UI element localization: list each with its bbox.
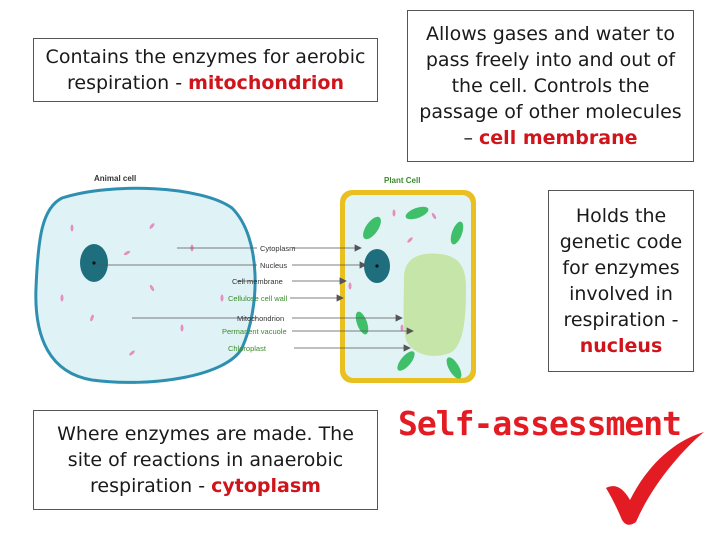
answer-text: mitochondrion bbox=[188, 72, 344, 94]
plant-cell-title: Plant Cell bbox=[384, 176, 420, 185]
animal-cell-title: Animal cell bbox=[94, 174, 136, 183]
nucleus-dot bbox=[92, 261, 96, 265]
animal-cell-membrane bbox=[34, 186, 257, 384]
label-cytoplasm: Cytoplasm bbox=[260, 244, 295, 253]
plant-nucleus-dot bbox=[375, 264, 379, 268]
answer-text: cytoplasm bbox=[211, 475, 321, 497]
label-cellulose-cell-wall: Cellulose cell wall bbox=[228, 294, 288, 303]
permanent-vacuole bbox=[403, 253, 466, 356]
answer-text: nucleus bbox=[579, 335, 663, 357]
label-cell-membrane: Cell membrane bbox=[232, 277, 283, 286]
label-permanent-vacuole: Permanent vacuole bbox=[222, 327, 287, 336]
question-box-mitochondrion: Contains the enzymes for aerobic respira… bbox=[33, 38, 378, 102]
question-text: Allows gases and water to pass freely in… bbox=[419, 23, 682, 149]
question-text: Where enzymes are made. The site of reac… bbox=[57, 423, 354, 497]
question-text: Holds the genetic code for enzymes invol… bbox=[559, 205, 683, 331]
pointer-lines bbox=[96, 244, 414, 352]
checkmark-icon bbox=[606, 432, 704, 525]
label-chloroplast: Chloroplast bbox=[228, 344, 267, 353]
question-text: Contains the enzymes for aerobic respira… bbox=[45, 46, 366, 94]
chloroplasts bbox=[355, 206, 464, 379]
self-assessment-heading: Self-assessment bbox=[398, 404, 682, 443]
answer-text: cell membrane bbox=[479, 127, 638, 149]
question-box-cell-membrane: Allows gases and water to pass freely in… bbox=[407, 10, 694, 162]
question-box-cytoplasm: Where enzymes are made. The site of reac… bbox=[33, 410, 378, 510]
label-mitochondrion: Mitochondrion bbox=[237, 314, 284, 323]
label-nucleus: Nucleus bbox=[260, 261, 287, 270]
plant-mitochondria bbox=[348, 209, 437, 332]
animal-mitochondria bbox=[60, 223, 224, 356]
question-box-nucleus: Holds the genetic code for enzymes invol… bbox=[548, 190, 694, 372]
cell-diagram: Animal cell Plant Cell bbox=[34, 174, 476, 384]
